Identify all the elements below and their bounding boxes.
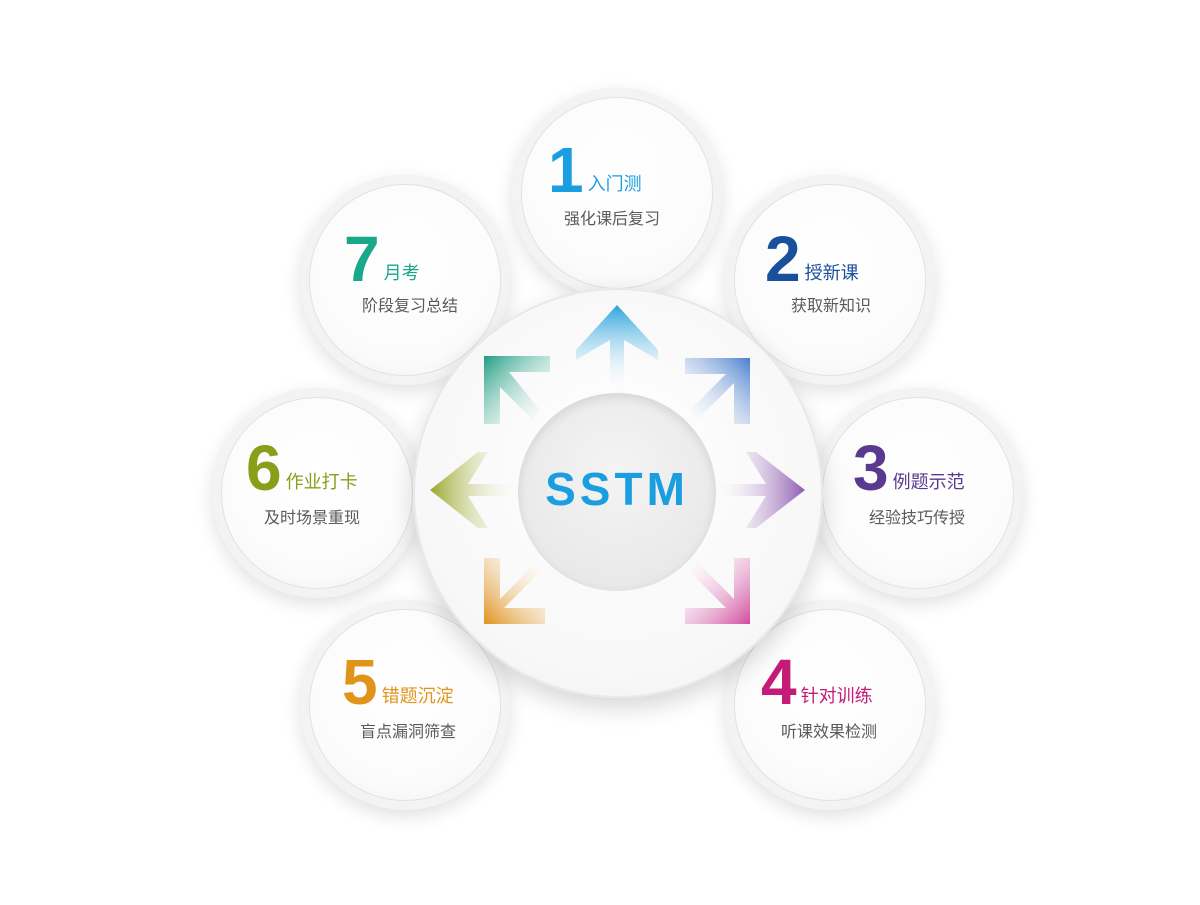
arrow-left-icon	[430, 452, 518, 528]
step-6-number: 6	[246, 432, 282, 504]
arrow-right-icon	[716, 452, 805, 528]
step-1-title: 入门测	[587, 174, 642, 195]
arrow-up-icon	[576, 305, 658, 390]
step-2-number: 2	[765, 223, 801, 295]
arrow-down-right-icon	[685, 558, 750, 624]
arrow-up-left-icon	[484, 356, 550, 424]
step-3-title: 例题示范	[892, 472, 965, 493]
step-5-subtitle: 盲点漏洞筛查	[360, 722, 457, 741]
step-2-subtitle: 获取新知识	[791, 296, 872, 315]
step-5-title: 错题沉淀	[381, 686, 454, 707]
step-1-number: 1	[548, 134, 584, 206]
center-label: SSTM	[545, 463, 689, 515]
step-7-number: 7	[344, 223, 380, 295]
step-5-number: 5	[342, 646, 378, 718]
step-1-subtitle: 强化课后复习	[564, 209, 661, 228]
step-7-title: 月考	[383, 263, 420, 284]
step-3-number: 3	[853, 432, 889, 504]
step-7-subtitle: 阶段复习总结	[362, 296, 459, 315]
step-2-title: 授新课	[804, 263, 859, 284]
arrow-down-left-icon	[484, 558, 545, 624]
center-core	[518, 393, 716, 591]
step-4-subtitle: 听课效果检测	[781, 722, 878, 741]
arrow-up-right-icon	[685, 358, 750, 424]
step-6-subtitle: 及时场景重现	[264, 508, 361, 527]
step-6-title: 作业打卡	[285, 472, 358, 493]
step-3-subtitle: 经验技巧传授	[869, 508, 966, 527]
step-4-title: 针对训练	[800, 686, 873, 707]
step-4-number: 4	[761, 646, 797, 718]
